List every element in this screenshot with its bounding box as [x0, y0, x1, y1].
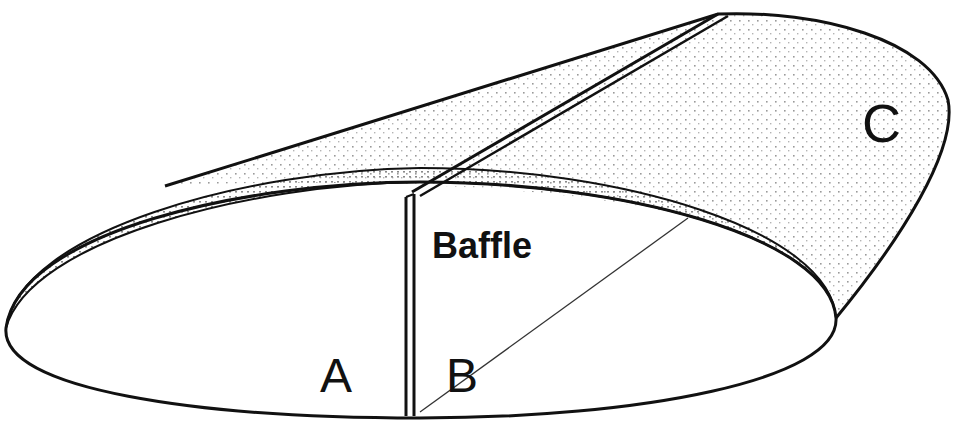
- part-label: C: [862, 96, 901, 150]
- part-label: A: [320, 352, 352, 400]
- baffle-label: Baffle: [430, 228, 534, 264]
- section-line: [420, 218, 688, 412]
- baffle-line: [405, 197, 408, 416]
- baffle-line: [413, 194, 416, 416]
- upper-outline: [165, 14, 949, 318]
- rim-band: [6, 168, 836, 328]
- tank-outline: [6, 182, 836, 418]
- baffle-line: [406, 194, 414, 197]
- baffle-top: [412, 14, 718, 192]
- part-label: B: [446, 352, 478, 400]
- baffle-top: [420, 16, 728, 196]
- upper-surface: [165, 14, 949, 318]
